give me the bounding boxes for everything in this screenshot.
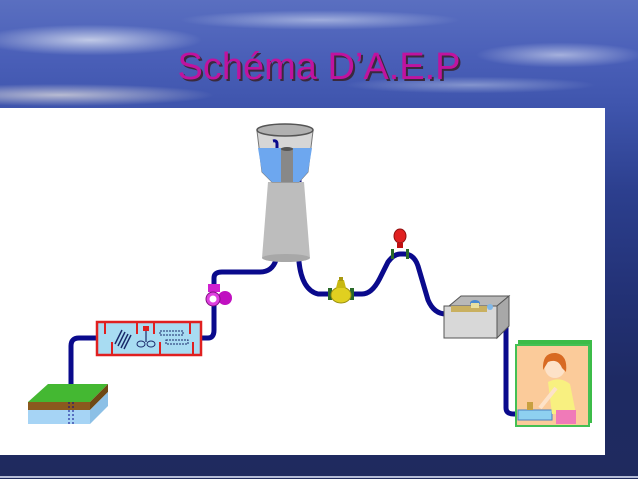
pump-icon — [205, 284, 232, 307]
treatment-plant-icon — [95, 320, 203, 357]
valve-icon — [328, 277, 354, 304]
slide-title: Schéma D’A.E.P — [177, 46, 461, 88]
water-tower-icon — [256, 123, 314, 262]
air-valve-icon — [391, 228, 409, 259]
pipe-network — [68, 143, 525, 417]
ground-layer-well-icon — [28, 384, 108, 424]
bottom-divider — [0, 476, 638, 478]
sky-background — [0, 0, 638, 110]
person-washing-hands-icon — [515, 340, 592, 427]
water-meter-box-icon — [443, 294, 511, 340]
